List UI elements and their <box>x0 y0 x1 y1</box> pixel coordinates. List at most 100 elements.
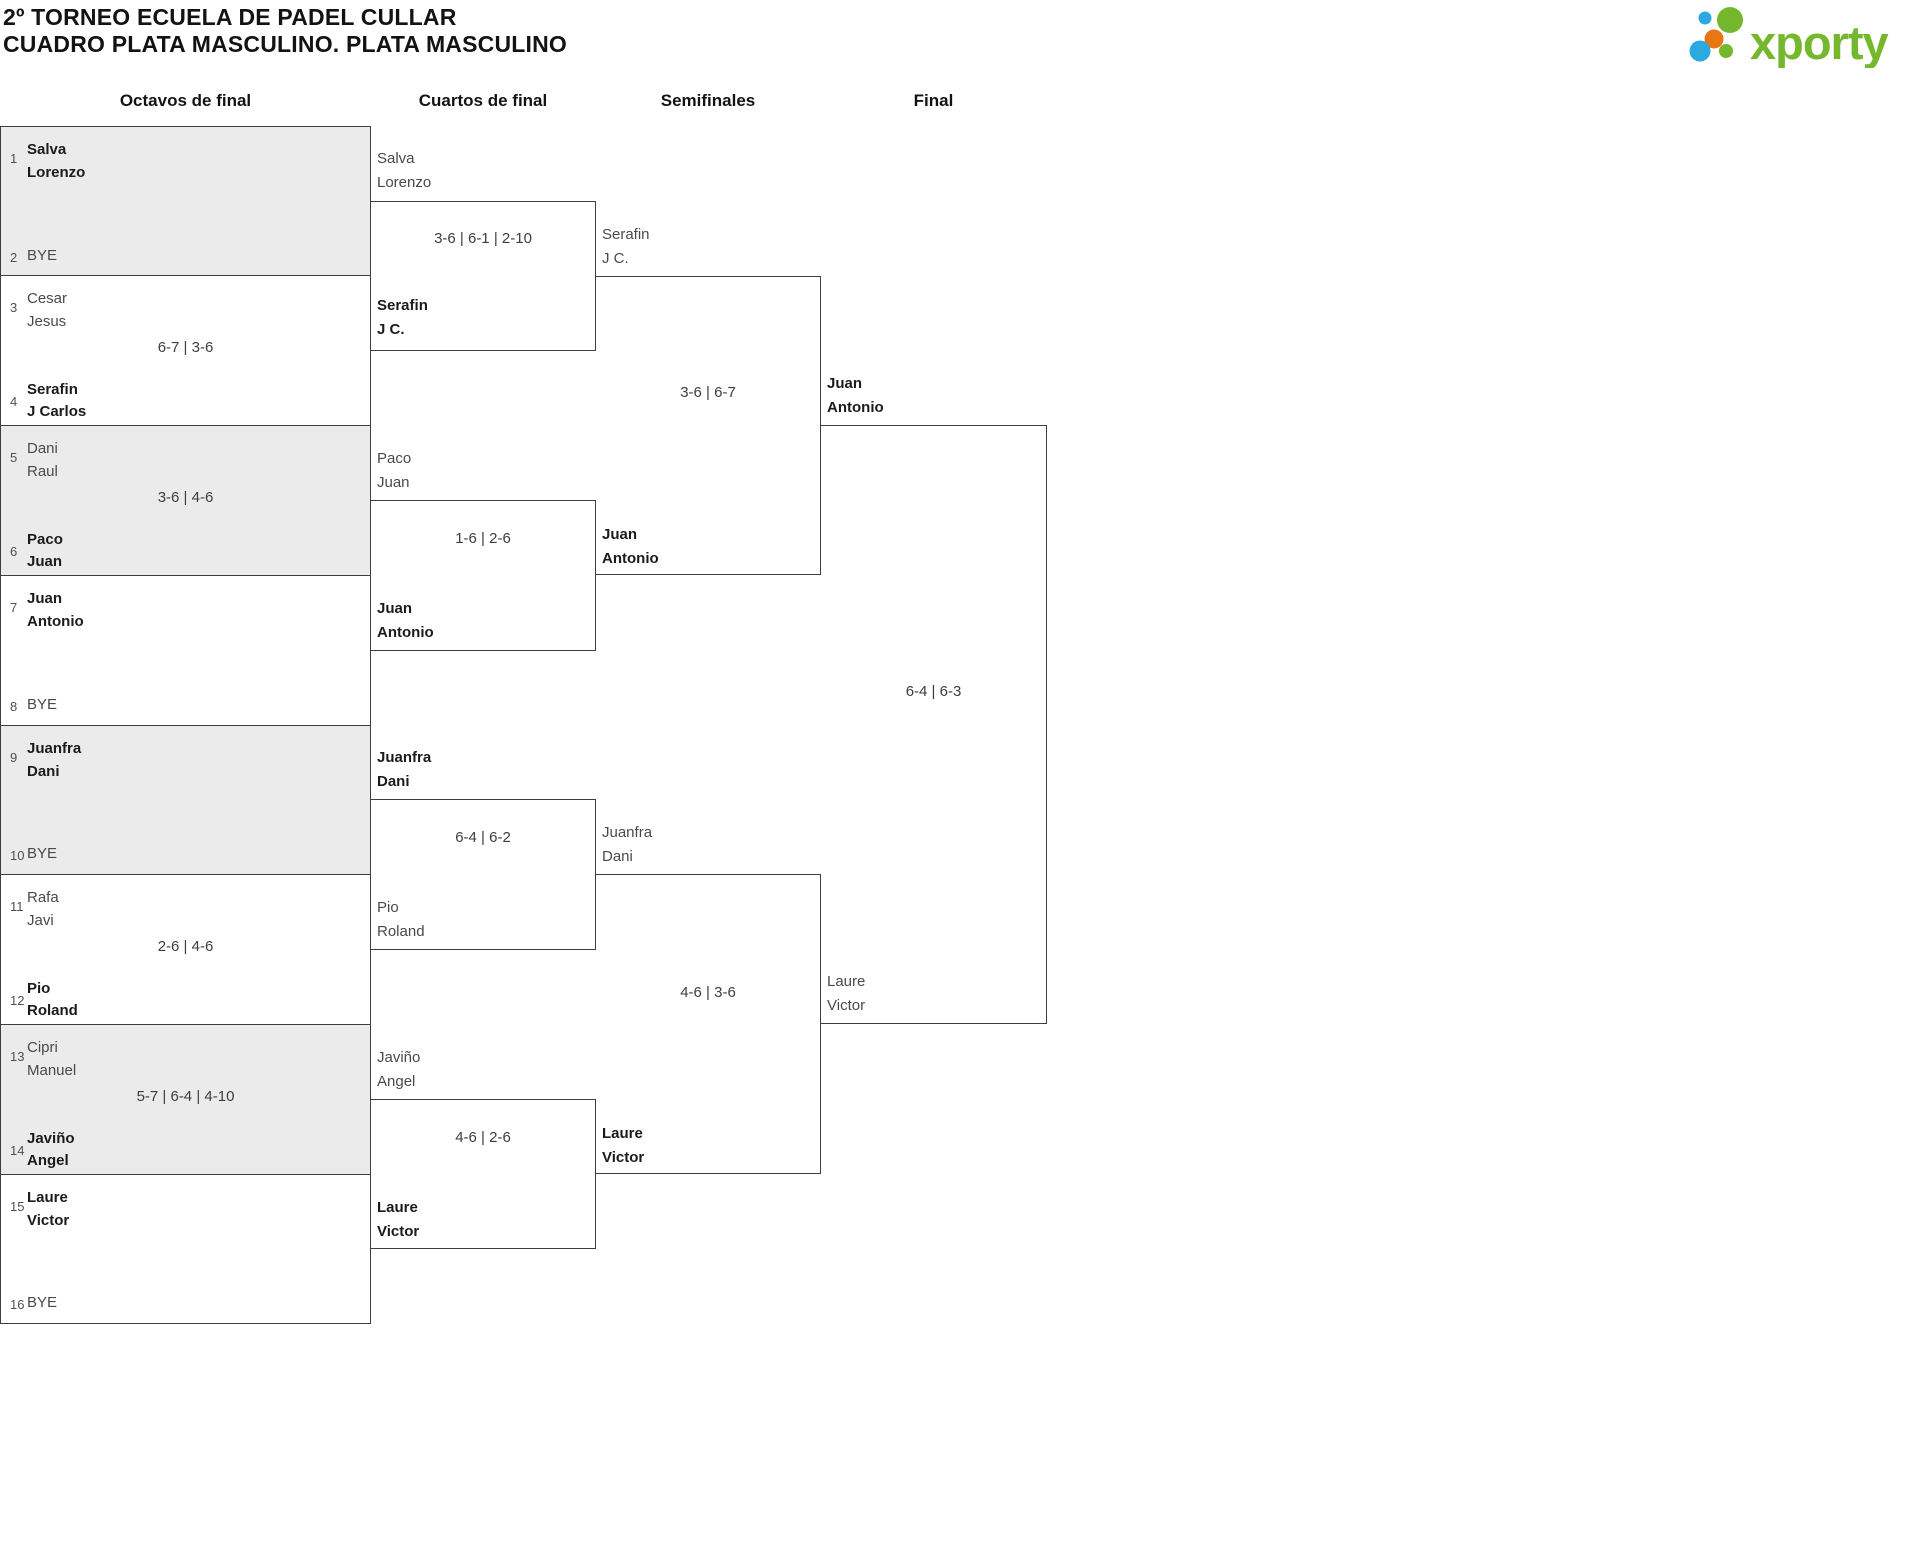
match-score: 4-6 | 3-6 <box>680 984 736 1001</box>
r16-match-3: 5 Dani Raul 3-6 | 4-6 6 Paco Juan <box>0 425 371 576</box>
player-name: Juanfra <box>377 749 432 766</box>
player-name: Laure <box>27 1189 68 1206</box>
final-match-box <box>820 425 1047 1024</box>
match-score: 6-4 | 6-2 <box>455 829 511 846</box>
team-name: Salva Lorenzo <box>27 138 85 184</box>
team-name: Pio Roland <box>377 896 425 944</box>
tournament-name: 2º TORNEO ECUELA DE PADEL CULLAR <box>3 4 457 30</box>
seed-number: 13 <box>10 1049 25 1064</box>
logo-text: xporty <box>1750 16 1889 68</box>
match-score: 2-6 | 4-6 <box>157 938 214 955</box>
team-name: Javiño Angel <box>377 1046 420 1094</box>
player-name: Laure <box>827 973 866 990</box>
logo-dot-blue-small <box>1698 11 1712 25</box>
bye-label: BYE <box>27 845 58 862</box>
player-name: Juan <box>377 600 413 617</box>
match-score: 4-6 | 2-6 <box>455 1129 511 1146</box>
seed-number: 7 <box>10 600 18 615</box>
player-name: Dani <box>27 440 58 457</box>
seed-number: 4 <box>10 394 18 409</box>
player-name: Salva <box>27 141 67 158</box>
player-name: Javiño <box>27 1130 75 1147</box>
player-name: Serafin <box>602 226 650 243</box>
team-name: Laure Victor <box>27 1186 69 1232</box>
team-name: Dani Raul <box>27 437 58 483</box>
team-name: Salva Lorenzo <box>377 147 431 195</box>
seed-number: 2 <box>10 250 18 265</box>
team-name: Serafin J C. <box>602 223 650 271</box>
team-name: Juanfra Dani <box>377 746 431 794</box>
player-name: Victor <box>377 1223 420 1240</box>
player-name: Lorenzo <box>27 164 86 181</box>
seed-number: 9 <box>10 750 18 765</box>
team-name: Laure Victor <box>827 970 865 1018</box>
seed-number: 15 <box>10 1199 25 1214</box>
player-name: Victor <box>27 1212 70 1229</box>
player-name: Paco <box>377 450 412 467</box>
logo-dot-green-small <box>1719 44 1733 58</box>
player-name: Paco <box>27 531 63 548</box>
seed-number: 5 <box>10 450 18 465</box>
player-name: Antonio <box>602 550 659 567</box>
seed-number: 3 <box>10 300 18 315</box>
r16-match-5: 9 Juanfra Dani 10 BYE <box>0 725 371 875</box>
match-score: 6-4 | 6-3 <box>905 683 962 700</box>
player-name: J Carlos <box>27 403 87 420</box>
match-score: 6-7 | 3-6 <box>157 339 214 356</box>
team-name: Juan Antonio <box>602 523 659 571</box>
round-header-final: Final <box>913 91 954 110</box>
team-name: Rafa Javi <box>27 886 59 932</box>
player-name: Serafin <box>377 297 428 314</box>
round-header-semifinales: Semifinales <box>660 91 756 110</box>
player-name: Antonio <box>27 613 84 630</box>
player-name: Pio <box>377 899 399 916</box>
r16-match-8: 15 Laure Victor 16 BYE <box>0 1174 371 1324</box>
team-name: Juanfra Dani <box>602 821 652 869</box>
xporty-logo[interactable]: xporty <box>1678 4 1910 68</box>
player-name: Pio <box>27 980 51 997</box>
r16-match-1: 1 Salva Lorenzo 2 BYE <box>0 126 371 277</box>
sf-match-2-box <box>595 874 821 1174</box>
player-name: Antonio <box>827 399 884 416</box>
player-name: Angel <box>27 1152 69 1169</box>
logo-dot-green-large <box>1717 7 1743 33</box>
player-name: Victor <box>827 997 866 1014</box>
player-name: Javiño <box>377 1049 421 1066</box>
logo-dot-orange <box>1704 29 1724 49</box>
seed-number: 8 <box>10 699 18 714</box>
player-name: Roland <box>27 1002 78 1019</box>
match-score: 3-6 | 6-7 <box>680 384 736 401</box>
team-name: Paco Juan <box>377 447 411 495</box>
player-name: Cesar <box>27 290 68 307</box>
round-header-octavos: Octavos de final <box>119 91 252 110</box>
player-name: Cipri <box>27 1039 58 1056</box>
bye-label: BYE <box>27 247 58 264</box>
player-name: Laure <box>377 1199 418 1216</box>
team-name: Juanfra Dani <box>27 737 81 783</box>
team-name: Javiño Angel <box>27 1128 75 1172</box>
player-name: Rafa <box>27 889 59 906</box>
player-name: Javi <box>27 912 54 929</box>
team-name: Paco Juan <box>27 529 63 573</box>
player-name: J C. <box>377 321 405 338</box>
team-name: Serafin J C. <box>377 294 428 342</box>
team-name: Laure Victor <box>377 1196 419 1244</box>
team-name: Cipri Manuel <box>27 1036 76 1082</box>
match-score: 1-6 | 2-6 <box>455 530 511 547</box>
player-name: Victor <box>602 1149 645 1166</box>
player-name: Juan <box>377 474 410 491</box>
player-name: Juanfra <box>602 824 653 841</box>
match-score: 3-6 | 6-1 | 2-10 <box>434 230 532 247</box>
player-name: Manuel <box>27 1062 77 1079</box>
team-name: Juan Antonio <box>377 597 434 645</box>
seed-number: 12 <box>10 993 25 1008</box>
seed-number: 6 <box>10 544 18 559</box>
match-score: 5-7 | 6-4 | 4-10 <box>136 1088 235 1105</box>
match-score: 3-6 | 4-6 <box>157 489 214 506</box>
player-name: Dani <box>602 848 633 865</box>
player-name: Juan <box>27 590 63 607</box>
seed-number: 1 <box>10 151 18 166</box>
player-name: Dani <box>27 763 60 780</box>
player-name: Juan <box>827 375 863 392</box>
